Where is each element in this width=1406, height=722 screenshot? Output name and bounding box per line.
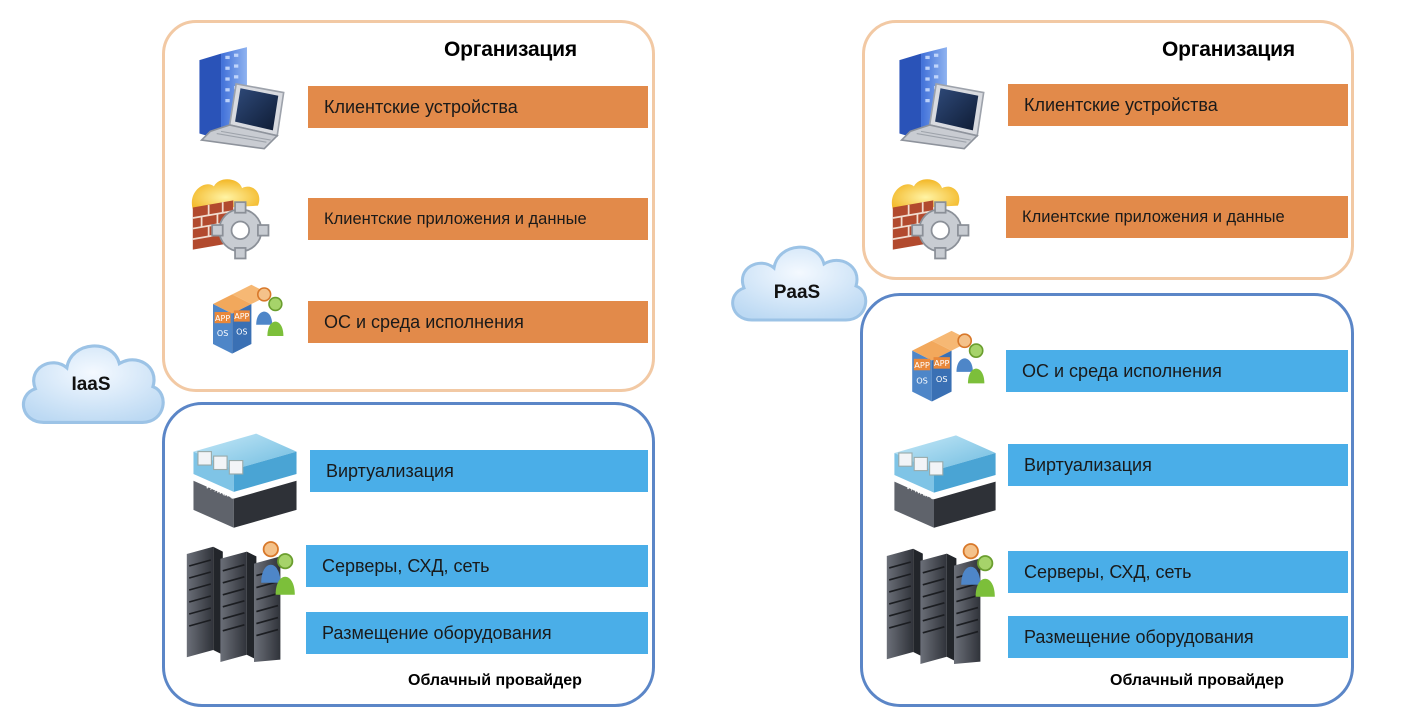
vmware-server-icon [186, 418, 304, 530]
layer-os-runtime: ОС и среда исполнения [1006, 350, 1348, 392]
cloud-provider-caption: Облачный провайдер [1110, 672, 1284, 689]
firewall-gear-icon [884, 172, 972, 264]
layer-os-runtime: ОС и среда исполнения [308, 301, 648, 343]
cloud-label: PaaS [773, 282, 821, 303]
layer-virtualization: Виртуализация [310, 450, 648, 492]
organization-title: Организация [1162, 38, 1295, 61]
organization-title: Организация [444, 38, 577, 61]
layer-virtualization: Виртуализация [1008, 444, 1348, 486]
layer-client-devices: Клиентские устройства [308, 86, 648, 128]
layer-servers-storage-network: Серверы, СХД, сеть [1008, 551, 1348, 593]
layer-hardware-hosting: Размещение оборудования [1008, 616, 1348, 658]
cloud-label: IaaS [71, 374, 111, 395]
paas-cloud: PaaS [716, 232, 878, 332]
iaas-cloud: IaaS [12, 330, 170, 435]
vmware-server-icon [886, 420, 1004, 530]
layer-hardware-hosting: Размещение оборудования [306, 612, 648, 654]
building-laptop-icon [880, 40, 988, 158]
layer-client-devices: Клиентские устройства [1008, 84, 1348, 126]
building-laptop-icon [180, 40, 288, 158]
app-os-users-icon [190, 280, 300, 360]
app-os-users-icon [890, 326, 1000, 408]
layer-servers-storage-network: Серверы, СХД, сеть [306, 545, 648, 587]
layer-client-apps-data: Клиентские приложения и данные [308, 198, 648, 240]
server-rack-users-icon [182, 532, 302, 672]
firewall-gear-icon [184, 172, 272, 264]
cloud-provider-caption: Облачный провайдер [408, 672, 582, 689]
server-rack-users-icon [882, 534, 1002, 674]
layer-client-apps-data: Клиентские приложения и данные [1006, 196, 1348, 238]
